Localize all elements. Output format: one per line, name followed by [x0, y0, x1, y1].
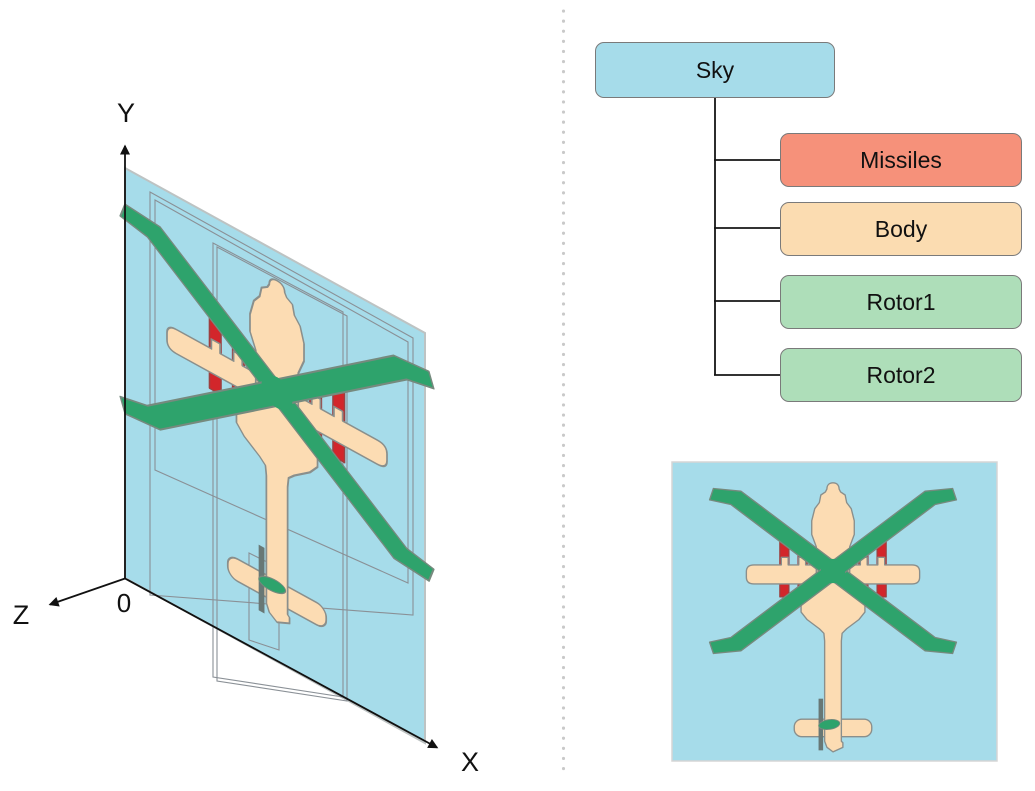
- composite-preview: [671, 461, 998, 762]
- tree-node-rotor1: Rotor1: [780, 275, 1022, 329]
- layer-frame: [149, 191, 414, 616]
- tree-node-label: Missiles: [860, 146, 942, 173]
- tree-node-missiles: Missiles: [780, 133, 1022, 187]
- z-axis: [48, 577, 126, 607]
- tree-node-sky: Sky: [595, 42, 835, 98]
- x-axis-label: X: [461, 747, 479, 777]
- x-axis: [124, 577, 439, 749]
- tree-connectors: [714, 97, 781, 376]
- tree-node-body: Body: [780, 202, 1022, 256]
- tree-node-label: Body: [874, 215, 928, 242]
- z-axis-label: Z: [13, 600, 30, 630]
- origin-label: 0: [117, 588, 131, 618]
- tree-node-label: Rotor1: [866, 288, 936, 315]
- tree-node-label: Rotor2: [866, 361, 936, 388]
- scene-3d: Y X Z 0: [13, 98, 479, 777]
- tree-node-rotor2: Rotor2: [780, 348, 1022, 402]
- tree-node-label: Sky: [695, 56, 735, 83]
- layer-frame: [216, 246, 348, 702]
- y-axis-label: Y: [117, 98, 135, 128]
- layer-frame: [154, 199, 409, 584]
- axes: [48, 144, 439, 749]
